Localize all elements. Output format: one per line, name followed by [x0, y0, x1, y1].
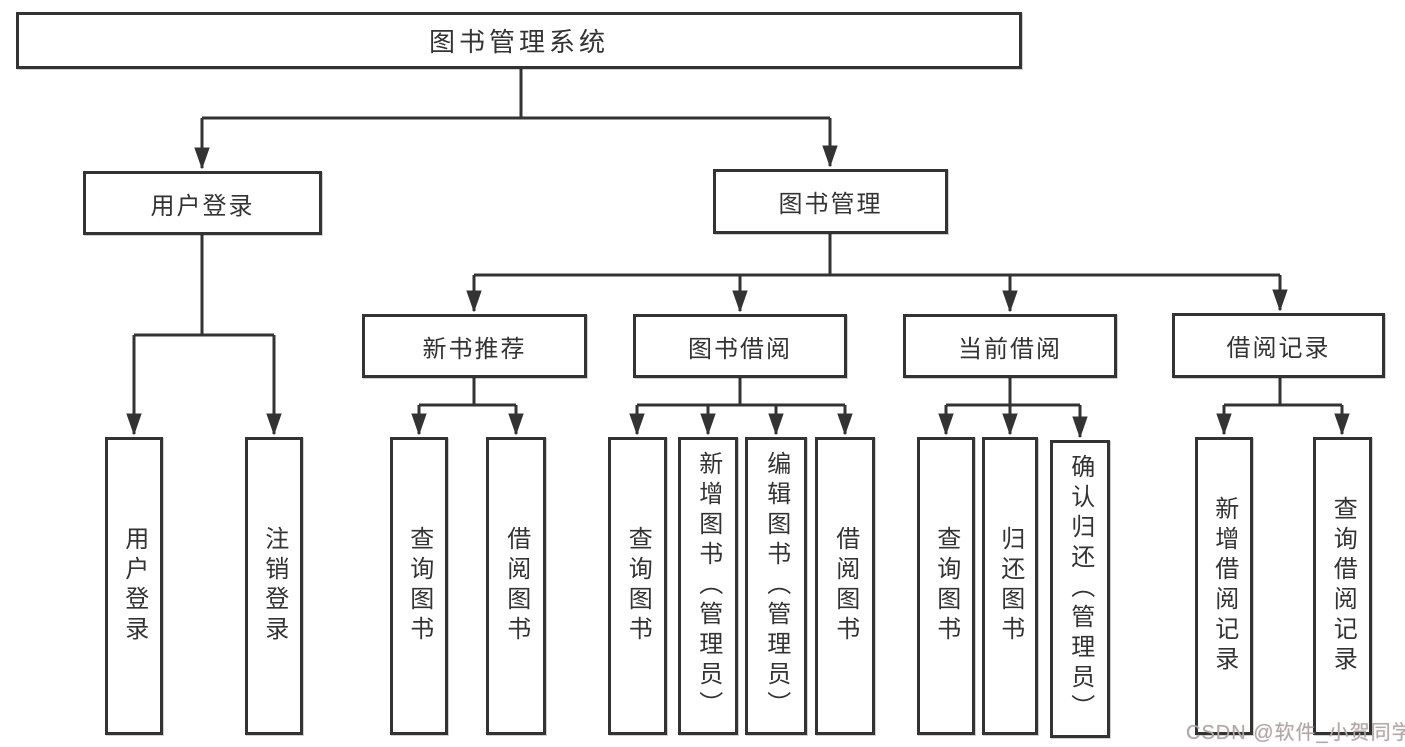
leaf-user-login: 用户登录: [105, 437, 163, 735]
leaf-current-confirm-return-admin-label: 确认归还（管理员）: [1066, 454, 1094, 724]
link-root-bus: [202, 68, 830, 120]
node-root-label: 图书管理系统: [428, 27, 609, 57]
node-user-login-label: 用户登录: [150, 192, 255, 220]
leaf-borrow-lend-books: 借阅图书: [815, 437, 875, 735]
leaf-borrow-add-books-admin-label: 新增图书（管理员）: [694, 451, 722, 721]
leaf-current-confirm-return-admin: 确认归还（管理员）: [1050, 440, 1110, 738]
leaf-logout-label: 注销登录: [260, 526, 288, 646]
leaf-borrow-add-books-admin: 新增图书（管理员）: [678, 437, 738, 735]
leaf-newbook-query-books-label: 查询图书: [405, 526, 433, 646]
leaf-current-query-books-label: 查询图书: [932, 526, 960, 646]
link-current-borrow-bus: [946, 378, 1080, 407]
link-book-management-bus: [474, 233, 1280, 277]
leaf-records-query-record: 查询借阅记录: [1313, 437, 1372, 735]
link-records-bus: [1224, 377, 1342, 407]
node-borrow-records-label: 借阅记录: [1226, 335, 1331, 362]
leaf-borrow-edit-books-admin-label: 编辑图书（管理员）: [762, 451, 790, 721]
leaf-borrow-query-books: 查询图书: [608, 437, 667, 735]
leaf-newbook-borrow-books-label: 借阅图书: [502, 526, 530, 646]
csdn-watermark: CSDN @软件_小贺同学: [1186, 722, 1405, 744]
node-book-management-label: 图书管理: [778, 191, 883, 218]
leaf-borrow-lend-books-label: 借阅图书: [831, 526, 859, 646]
node-borrow-records: 借阅记录: [1172, 313, 1385, 378]
leaf-records-add-record-label: 新增借阅记录: [1210, 496, 1238, 676]
leaf-current-return-books: 归还图书: [982, 437, 1038, 735]
node-root-system: 图书管理系统: [16, 12, 1022, 69]
leaf-borrow-query-books-label: 查询图书: [624, 526, 652, 646]
leaf-newbook-borrow-books: 借阅图书: [486, 437, 546, 735]
node-new-book-recommend: 新书推荐: [362, 314, 587, 378]
leaf-borrow-edit-books-admin: 编辑图书（管理员）: [745, 437, 807, 735]
node-book-management: 图书管理: [713, 169, 948, 234]
leaf-current-return-books-label: 归还图书: [996, 526, 1024, 646]
leaf-logout: 注销登录: [245, 437, 303, 735]
link-user-login-bus: [134, 235, 274, 337]
node-user-login: 用户登录: [83, 171, 322, 235]
node-book-borrow-label: 图书借阅: [688, 335, 792, 363]
leaf-current-query-books: 查询图书: [917, 437, 975, 735]
node-new-book-recommend-label: 新书推荐: [422, 335, 527, 363]
node-current-borrow: 当前借阅: [903, 314, 1117, 378]
leaf-user-login-label: 用户登录: [120, 526, 148, 646]
leaf-newbook-query-books: 查询图书: [390, 437, 448, 735]
link-new-book-bus: [419, 378, 516, 407]
leaf-records-query-record-label: 查询借阅记录: [1329, 496, 1357, 676]
leaf-records-add-record: 新增借阅记录: [1195, 437, 1253, 735]
link-book-borrow-bus: [637, 378, 845, 407]
node-book-borrow: 图书借阅: [633, 314, 847, 378]
node-current-borrow-label: 当前借阅: [958, 335, 1062, 363]
